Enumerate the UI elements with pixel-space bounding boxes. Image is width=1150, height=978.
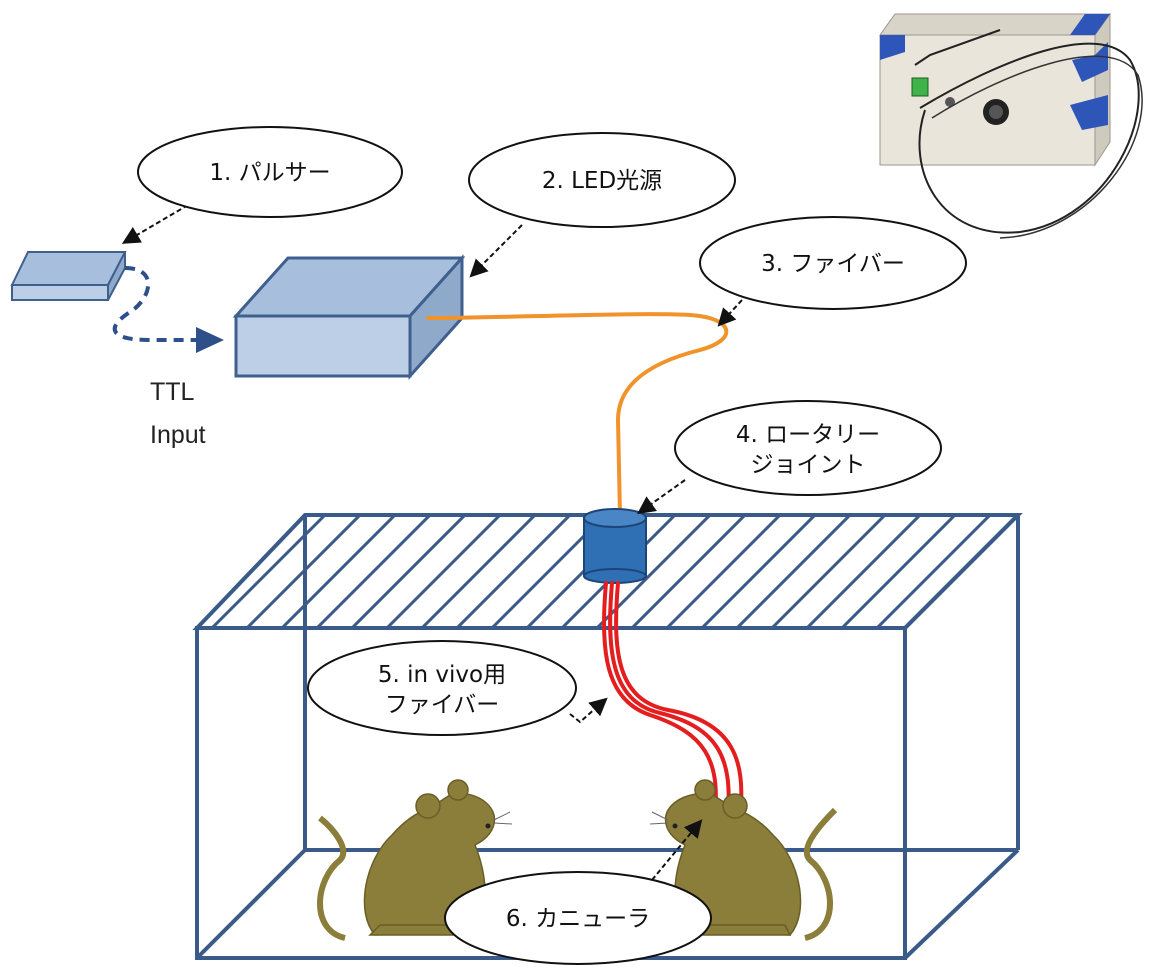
label-led-light-source: 2. LED光源 — [468, 132, 736, 228]
orange-fiber — [426, 312, 729, 517]
pulser-box — [10, 251, 127, 301]
led-light-source-box — [232, 254, 466, 380]
label-in-vivo-fiber: 5. in vivo用 ファイバー — [307, 640, 577, 736]
ttl-label-line1: TTL — [150, 378, 195, 406]
label-fiber: 3. ファイバー — [699, 216, 967, 310]
svg-text:2. LED光源: 2. LED光源 — [542, 168, 662, 194]
svg-text:6. カニューラ: 6. カニューラ — [506, 906, 650, 932]
ttl-cable — [112, 266, 200, 342]
svg-text:ジョイント: ジョイント — [751, 452, 866, 478]
rotary-joint — [583, 508, 647, 584]
label-rotary-joint: 4. ロータリー ジョイント — [674, 400, 942, 496]
svg-text:1. パルサー: 1. パルサー — [209, 160, 330, 186]
ttl-label-line2: Input — [150, 421, 206, 449]
label-cannula: 6. カニューラ — [444, 871, 712, 965]
svg-text:3. ファイバー: 3. ファイバー — [761, 251, 905, 277]
red-in-vivo-fibers — [601, 581, 744, 817]
led-device-photo — [879, 12, 1143, 239]
svg-text:4. ロータリー: 4. ロータリー — [736, 422, 880, 448]
svg-text:ファイバー: ファイバー — [385, 692, 500, 718]
svg-text:5. in vivo用: 5. in vivo用 — [378, 662, 506, 688]
pointer-arrows — [121, 204, 743, 881]
label-pulser: 1. パルサー — [137, 126, 403, 218]
ttl-arrow — [196, 327, 224, 353]
